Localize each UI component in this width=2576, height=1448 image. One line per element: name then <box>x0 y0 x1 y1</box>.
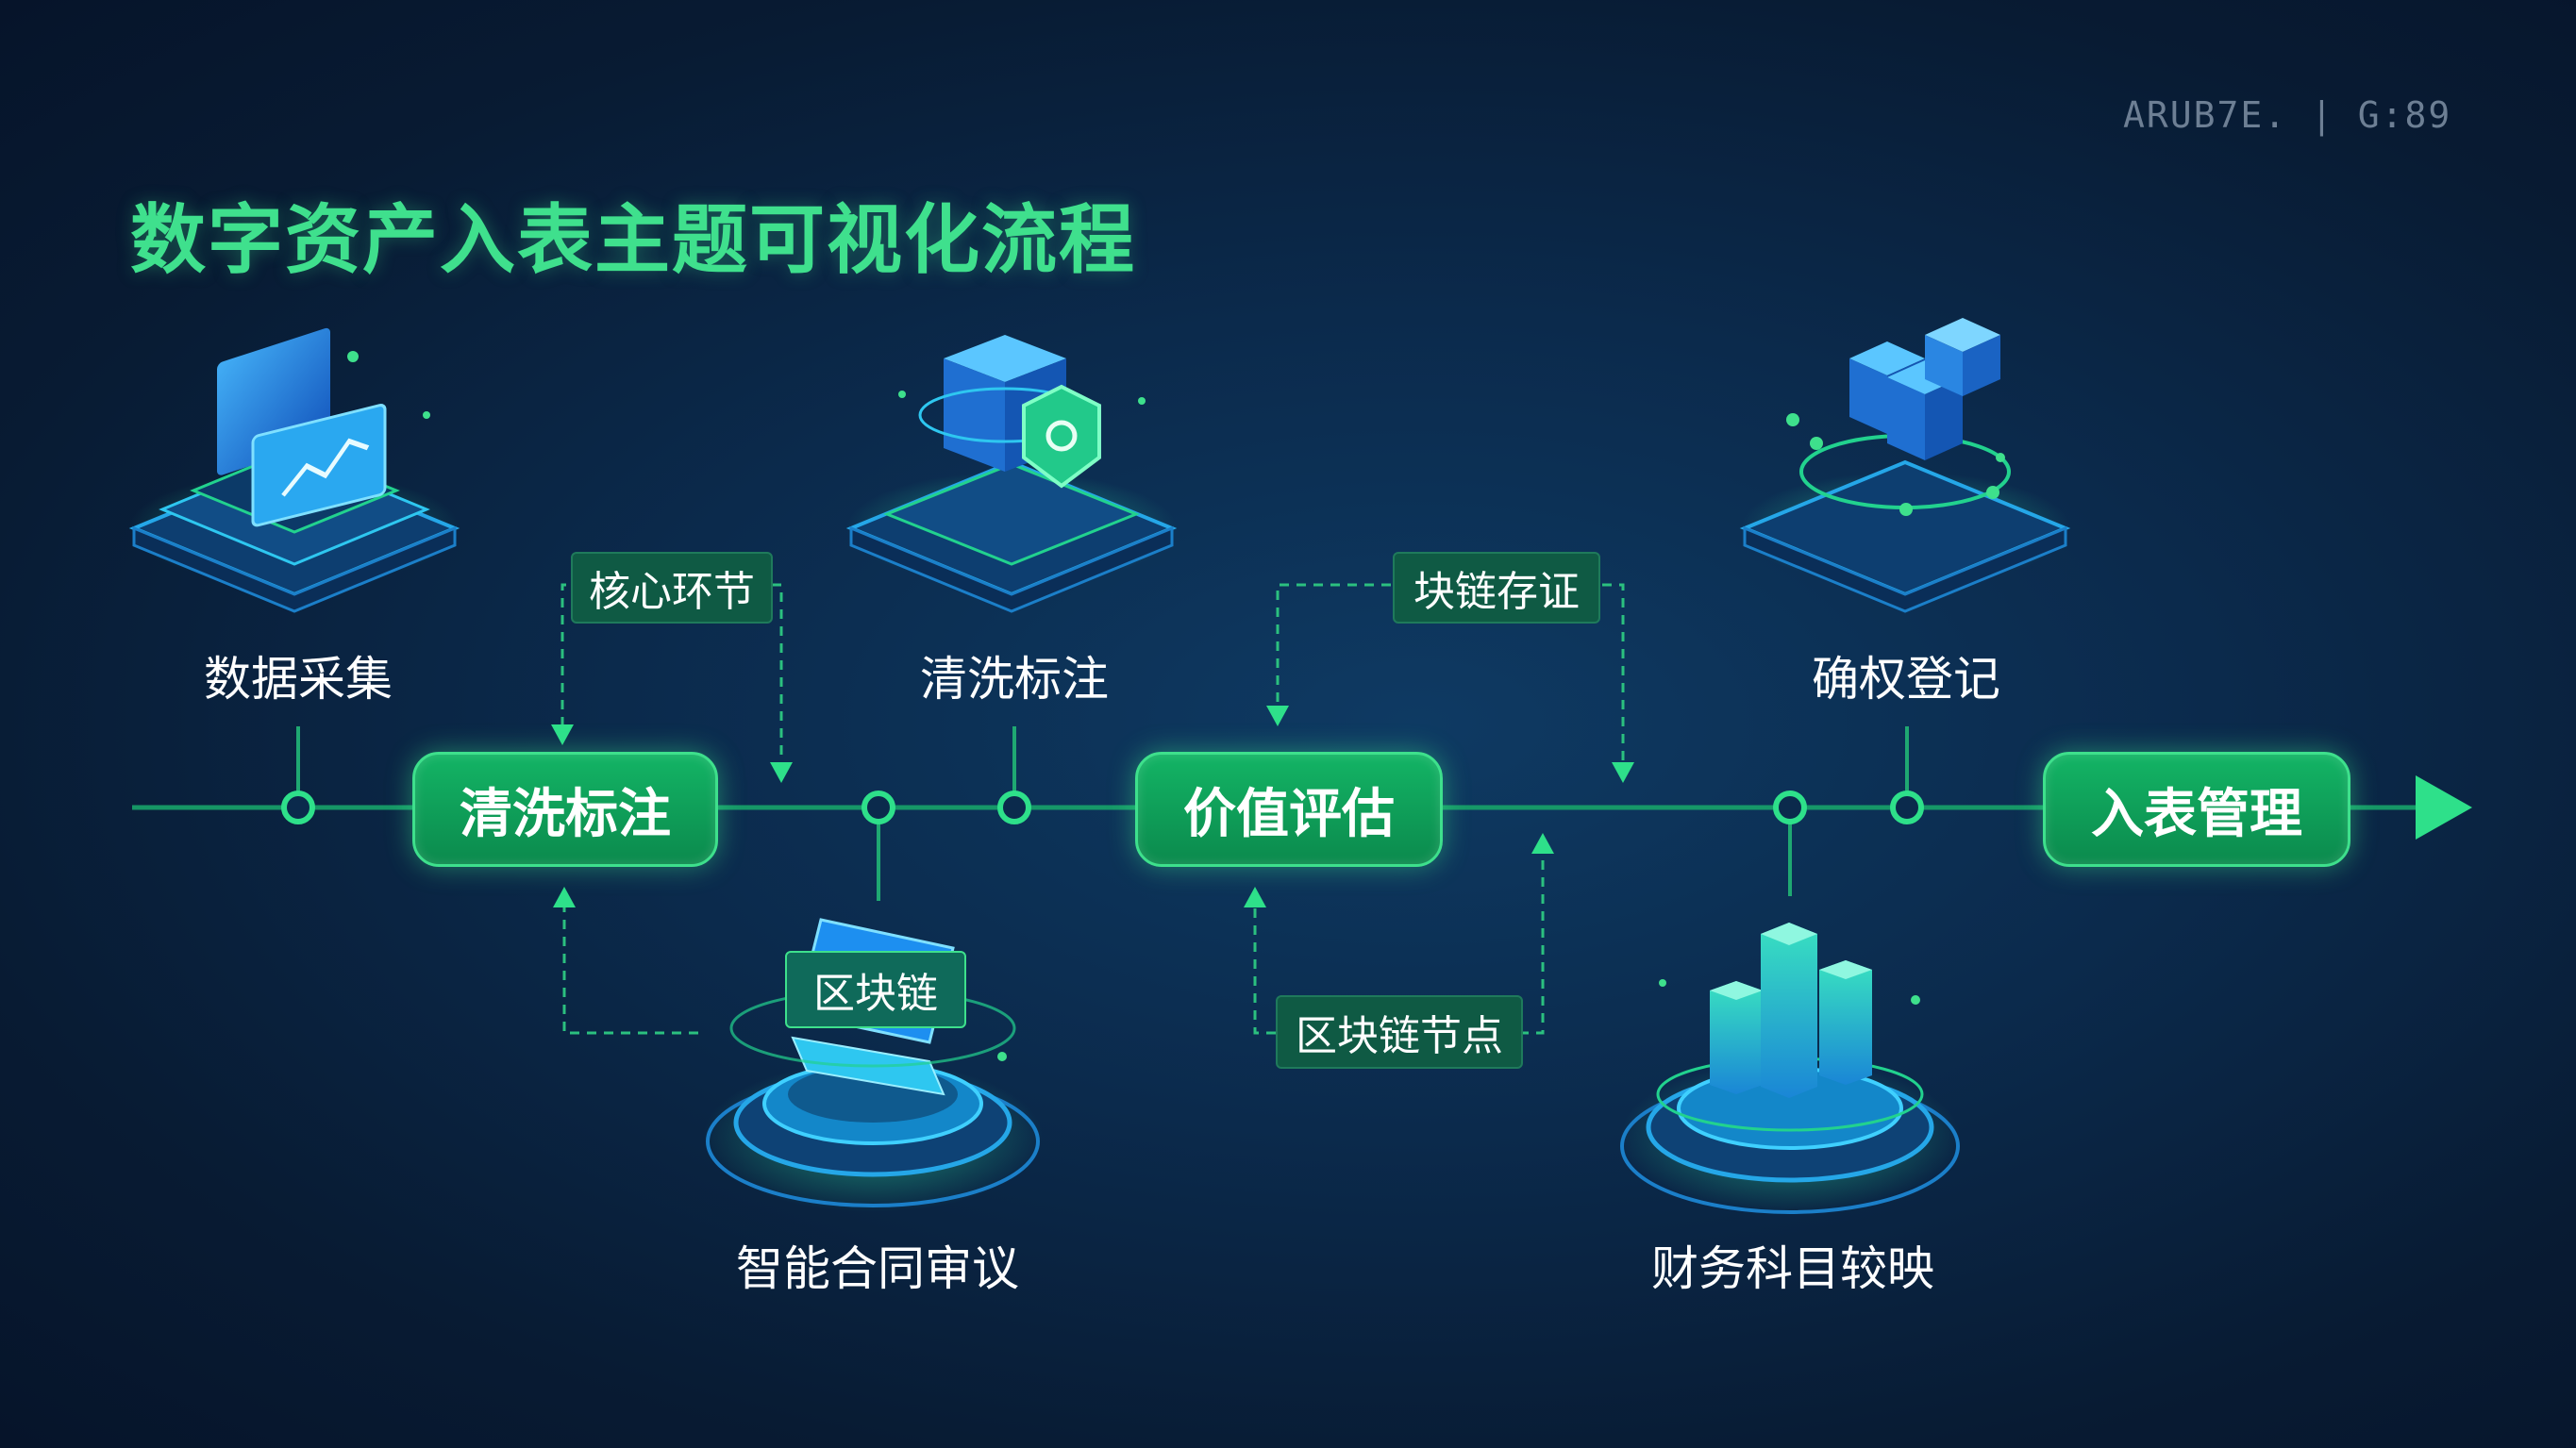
data-cube-shield-icon <box>845 335 1178 613</box>
corner-watermark: ARUB7E. | G:89 <box>2123 94 2452 136</box>
tag-blockchain-node: 区块链节点 <box>1276 995 1523 1069</box>
rights-cube-network-icon <box>1739 318 2071 613</box>
flow-node <box>1773 791 1807 824</box>
flow-node <box>997 791 1031 824</box>
tag-chain-proof: 块链存证 <box>1393 552 1600 624</box>
dashed-link-chain-left <box>1276 583 1391 717</box>
bar-chart-platform-icon <box>1620 923 1960 1214</box>
connectors <box>296 726 1909 901</box>
flow-node <box>1890 791 1924 824</box>
label-clean-annotate: 清洗标注 <box>920 652 1109 707</box>
dashed-link-chain-right <box>1585 583 1625 775</box>
label-finance-mapping: 财务科目较映 <box>1651 1241 1934 1296</box>
flow-node <box>281 791 315 824</box>
flow-arrow-head <box>2416 775 2472 840</box>
page-title: 数字资产入表主题可视化流程 <box>130 196 1136 284</box>
dashed-link-blockchain <box>562 894 698 1035</box>
flow-nodes <box>281 791 1924 824</box>
dashed-link-core-left <box>560 583 566 724</box>
label-smart-contract-review: 智能合同审议 <box>736 1241 1019 1296</box>
label-data-collection: 数据采集 <box>204 652 393 707</box>
dashed-arrowheads <box>551 706 1634 907</box>
data-collection-dashboard-icon <box>128 327 460 613</box>
dashed-link-node-left <box>1253 894 1276 1035</box>
label-rights-registration: 确权登记 <box>1812 652 2000 707</box>
step-pill-clean: 清洗标注 <box>412 752 718 867</box>
dashed-link-node-right <box>1519 844 1545 1035</box>
tag-core-step: 核心环节 <box>571 552 773 624</box>
step-pill-entry: 入表管理 <box>2043 752 2350 867</box>
flow-node <box>861 791 895 824</box>
step-pill-value: 价值评估 <box>1135 752 1443 867</box>
tag-blockchain: 区块链 <box>785 951 966 1028</box>
